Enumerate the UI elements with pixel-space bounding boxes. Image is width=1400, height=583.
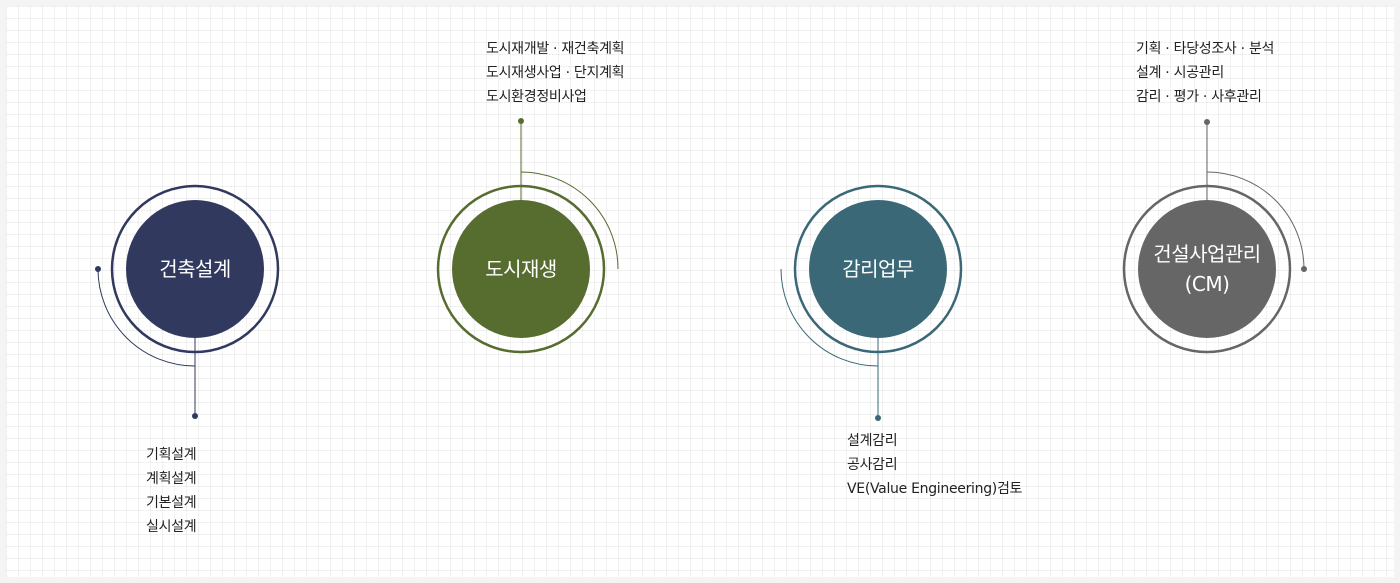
service-title-urban-regeneration: 도시재생 — [452, 200, 590, 338]
list-item: 공사감리 — [847, 457, 898, 473]
connector-dot — [192, 413, 198, 419]
connector-dot — [875, 415, 881, 421]
list-item: 기획설계 — [146, 447, 197, 463]
service-node-urban-regeneration — [436, 118, 619, 354]
arc-end-dot — [1301, 266, 1307, 272]
inner-disc — [1138, 200, 1276, 338]
service-title-construction-management: 건설사업관리 (CM) — [1138, 200, 1276, 338]
list-item: 감리 · 평가 · 사후관리 — [1136, 89, 1262, 105]
service-title-supervision: 감리업무 — [809, 200, 947, 338]
orbit-arc — [520, 171, 619, 270]
inner-disc — [809, 200, 947, 338]
list-item: 실시설계 — [146, 519, 197, 535]
list-item: 계획설계 — [146, 471, 197, 487]
service-items-architecture: 기획설계 계획설계 기본설계 실시설계 — [146, 443, 197, 539]
arc-end-dot — [95, 266, 101, 272]
list-item: VE(Value Engineering)검토 — [847, 481, 1023, 497]
orbit-arc — [1206, 171, 1305, 270]
title-line: 건설사업관리 — [1153, 242, 1261, 266]
list-item: 도시재개발 · 재건축계획 — [486, 41, 625, 57]
service-items-urban-regeneration: 도시재개발 · 재건축계획 도시재생사업 · 단지계획 도시환경정비사업 — [486, 37, 625, 109]
title-line: (CM) — [1184, 272, 1230, 296]
list-item: 설계 · 시공관리 — [1136, 65, 1224, 81]
list-item: 도시환경정비사업 — [486, 89, 587, 105]
title-line: 도시재생 — [485, 257, 557, 281]
service-items-construction-management: 기획 · 타당성조사 · 분석 설계 · 시공관리 감리 · 평가 · 사후관리 — [1136, 37, 1274, 109]
list-item: 도시재생사업 · 단지계획 — [486, 65, 625, 81]
service-items-supervision: 설계감리 공사감리 VE(Value Engineering)검토 — [847, 429, 1022, 501]
orbit-arc — [780, 268, 879, 367]
service-node-architecture — [95, 184, 280, 419]
title-line: 감리업무 — [842, 257, 914, 281]
service-title-architecture: 건축설계 — [126, 200, 264, 338]
inner-disc — [452, 200, 590, 338]
title-line: 건축설계 — [159, 257, 231, 281]
list-item: 기본설계 — [146, 495, 197, 511]
inner-disc — [126, 200, 264, 338]
list-item: 기획 · 타당성조사 · 분석 — [1136, 41, 1275, 57]
service-node-supervision — [780, 184, 963, 421]
list-item: 설계감리 — [847, 433, 898, 449]
connector-dot — [1204, 119, 1210, 125]
connector-dot — [518, 118, 524, 124]
orbit-arc — [97, 268, 196, 367]
service-node-construction-management — [1122, 119, 1307, 354]
